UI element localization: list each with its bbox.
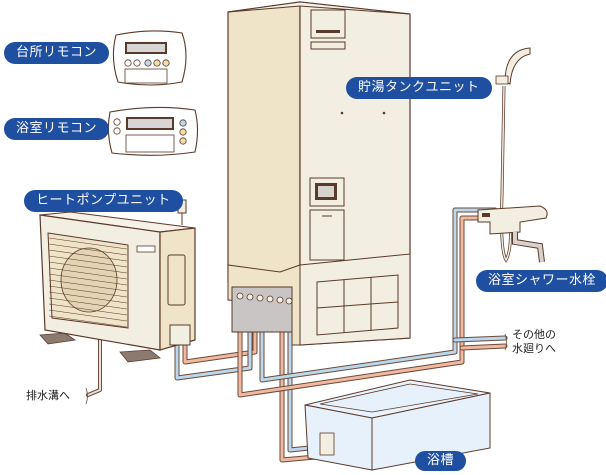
- label-other-water-outlets-line2: 水廻りへ: [512, 342, 556, 355]
- grille-slat: [48, 291, 128, 304]
- label-kitchen-remote: 台所リモコン: [4, 42, 110, 64]
- pipes: [86, 207, 508, 463]
- bathtub-illustration: [304, 379, 491, 471]
- grille-slat: [48, 279, 128, 292]
- label-other-water-outlets-line1: その他の: [512, 328, 556, 341]
- label-bathtub: 浴槽: [415, 451, 467, 471]
- drain-pipe: [86, 338, 102, 397]
- grille-slat: [48, 249, 128, 262]
- label-other-water-outlets: その他の 水廻りへ: [512, 328, 556, 356]
- grille-slat: [48, 237, 128, 250]
- heat-pump-unit: [39, 199, 196, 363]
- grille-slat: [48, 267, 128, 280]
- grille-slat: [48, 315, 128, 328]
- bathtub-adapter: [319, 432, 335, 456]
- drain-bracket: [85, 387, 88, 405]
- screw: [340, 111, 344, 115]
- grille-slat: [48, 309, 128, 322]
- label-hot-water-tank-unit: 貯湯タンクユニット: [346, 77, 492, 99]
- bathroom-remote-illustration: [107, 106, 199, 156]
- label-bathroom-shower-faucet: 浴室シャワー水栓: [476, 270, 606, 292]
- kitchen-remote-illustration: [112, 30, 187, 86]
- tank-lower-grid: [316, 274, 399, 336]
- shower-faucet-illustration: [477, 47, 548, 263]
- label-heat-pump-unit: ヒートポンプユニット: [24, 190, 183, 212]
- label-to-drain: 排水溝へ: [26, 389, 70, 402]
- label-bathroom-remote: 浴室リモコン: [4, 118, 110, 140]
- pipe-valves: [236, 292, 293, 305]
- grille-slat: [48, 297, 128, 310]
- other-outlets-bracket: [504, 333, 507, 351]
- grille-slat: [48, 243, 128, 256]
- junction-box: [169, 324, 191, 346]
- grille-slat: [48, 273, 128, 286]
- grille-slat: [48, 255, 128, 268]
- screw: [382, 111, 386, 115]
- grille-slat: [48, 303, 128, 316]
- grille-slat: [48, 261, 128, 274]
- grille-slat: [48, 285, 128, 298]
- fan: [60, 247, 118, 313]
- hot-water-tank-unit: [227, 1, 411, 346]
